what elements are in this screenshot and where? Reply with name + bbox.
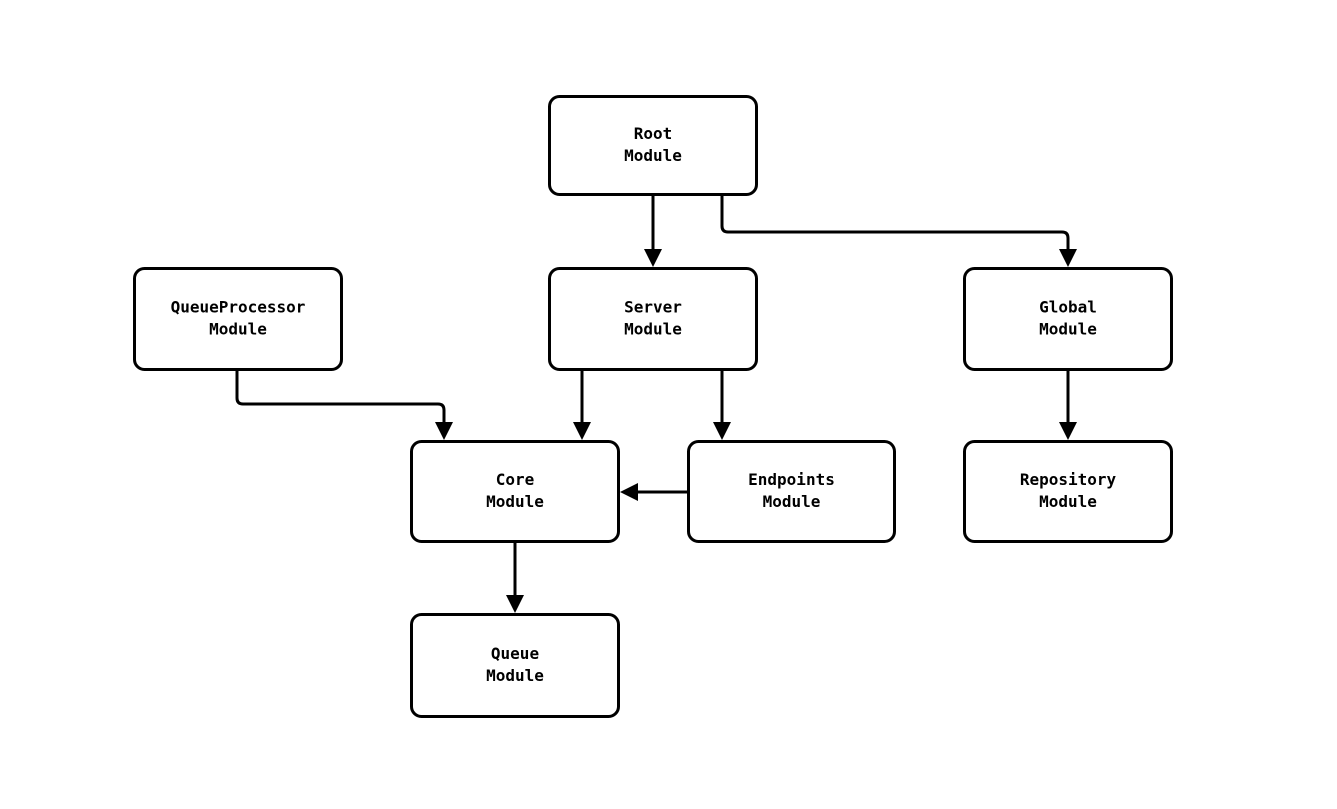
root-module-label-line1: Root	[634, 124, 673, 143]
edge-endpoints-to-core-arrowhead	[620, 483, 638, 501]
endpoints-module-label-line1: Endpoints	[748, 470, 835, 489]
queue-module-box[interactable]	[410, 613, 620, 718]
edge-root-to-server	[644, 196, 662, 267]
edge-server-to-core	[573, 371, 591, 440]
edge-global-to-repository-arrowhead	[1059, 422, 1077, 440]
queueprocessor-module-label-line2: Module	[209, 320, 267, 339]
edge-queueprocessor-to-core	[235, 371, 453, 440]
queueprocessor-module-box[interactable]	[133, 267, 343, 371]
core-module-box[interactable]	[410, 440, 620, 543]
edge-queueprocessor-to-core-line	[235, 371, 446, 422]
queue-module-label-line1: Queue	[491, 644, 539, 663]
edge-root-to-global-line	[720, 196, 1070, 249]
edge-server-to-endpoints	[713, 371, 731, 440]
queue-module-label-line2: Module	[486, 666, 544, 685]
repository-module-label-line2: Module	[1039, 492, 1097, 511]
queueprocessor-module-label-line1: QueueProcessor	[171, 298, 306, 317]
server-module-box[interactable]	[548, 267, 758, 371]
edge-core-to-queue-arrowhead	[506, 595, 524, 613]
global-module-box[interactable]	[963, 267, 1173, 371]
endpoints-module-label-line2: Module	[763, 492, 821, 511]
core-module-label-line2: Module	[486, 492, 544, 511]
edge-root-to-server-arrowhead	[644, 249, 662, 267]
edge-root-to-global-arrowhead	[1059, 249, 1077, 267]
nodes-layer: RootModuleQueueProcessorModuleServerModu…	[133, 95, 1173, 718]
repository-module-box[interactable]	[963, 440, 1173, 543]
global-module-label-line1: Global	[1039, 298, 1097, 317]
server-module-label-line1: Server	[624, 298, 682, 317]
edge-root-to-global	[720, 196, 1077, 267]
edges-layer	[235, 196, 1077, 613]
repository-module-label-line1: Repository	[1020, 470, 1117, 489]
core-module-label-line1: Core	[496, 470, 535, 489]
edge-global-to-repository	[1059, 371, 1077, 440]
root-module-box[interactable]	[548, 95, 758, 196]
server-module-label-line2: Module	[624, 320, 682, 339]
edge-server-to-core-arrowhead	[573, 422, 591, 440]
edge-queueprocessor-to-core-arrowhead	[435, 422, 453, 440]
edge-core-to-queue	[506, 543, 524, 613]
global-module-label-line2: Module	[1039, 320, 1097, 339]
edge-endpoints-to-core	[620, 483, 687, 501]
endpoints-module-box[interactable]	[687, 440, 896, 543]
root-module-label-line2: Module	[624, 146, 682, 165]
edge-server-to-endpoints-arrowhead	[713, 422, 731, 440]
